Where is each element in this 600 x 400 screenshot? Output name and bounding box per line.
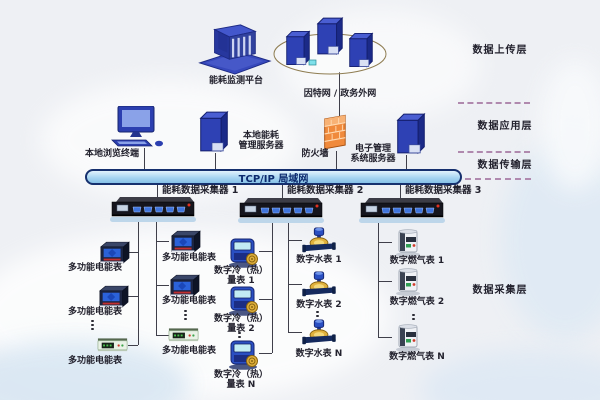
background-turbine — [540, 60, 600, 190]
meter-label: 多功能电能表 — [161, 253, 216, 263]
meter-label: 数字水表 2 — [296, 300, 342, 310]
bus-line — [272, 221, 273, 353]
meter-label: 数字水表 1 — [296, 255, 342, 265]
desktop-computer-icon — [110, 106, 166, 148]
ellipsis-dots — [238, 330, 241, 340]
collector-3-label: 能耗数据采集器 3 — [405, 185, 482, 196]
connector-line — [128, 252, 138, 253]
strip-meter-icon — [97, 337, 129, 353]
connector-line — [259, 353, 272, 354]
connector-line — [144, 148, 145, 170]
layer-label-collection: 数据采集层 — [472, 285, 528, 296]
egov-server-label: 电子管理 系统服务器 — [350, 144, 396, 164]
water-meter-icon — [302, 271, 336, 299]
collector-icon — [357, 198, 447, 224]
platform-label: 能耗监测平台 — [208, 76, 263, 86]
connector-line — [288, 332, 302, 333]
internet-cloud-icon — [273, 17, 387, 75]
bus-line — [378, 221, 379, 337]
connector-line — [406, 155, 407, 170]
layer-separator — [455, 178, 531, 180]
water-meter-icon — [302, 227, 336, 255]
server-tower-icon — [195, 108, 233, 155]
layer-label-transmission: 数据传输层 — [477, 160, 533, 171]
meter-label: 多功能电能表 — [67, 263, 122, 273]
connector-line — [156, 285, 169, 286]
layer-separator — [458, 151, 530, 153]
connector-line — [400, 185, 401, 200]
terminal-label: 本地浏览终端 — [84, 149, 139, 159]
layer-label-upload: 数据上传层 — [472, 45, 528, 56]
connector-line — [282, 185, 283, 200]
connector-line — [157, 185, 158, 199]
ellipsis-dots — [91, 318, 94, 332]
gas-meter-icon — [392, 324, 424, 352]
meter-label: 数字燃气表 N — [389, 352, 445, 362]
bus-line — [288, 221, 289, 332]
strip-meter-icon — [168, 327, 200, 343]
building-icon — [196, 22, 272, 76]
panel-meter-icon — [97, 284, 129, 309]
local-server-label: 本地能耗 管理服务器 — [238, 131, 284, 151]
connector-line — [288, 240, 302, 241]
water-meter-icon — [302, 319, 336, 347]
meter-label: 数字燃气表 2 — [389, 297, 445, 307]
connector-line — [215, 153, 216, 170]
gas-meter-icon — [392, 268, 424, 296]
connector-line — [378, 281, 392, 282]
gas-meter-icon — [392, 229, 424, 257]
connector-line — [128, 345, 138, 346]
connector-line — [378, 242, 392, 243]
connector-line — [378, 337, 392, 338]
connector-line — [259, 251, 272, 252]
collector-2-label: 能耗数据采集器 2 — [287, 185, 364, 196]
meter-label: 多功能电能表 — [67, 356, 122, 366]
internet-label: 因特网 / 政务外网 — [303, 89, 377, 99]
panel-meter-icon — [169, 229, 201, 254]
connector-line — [156, 241, 169, 242]
meter-label: 数字燃气表 1 — [389, 256, 445, 266]
bus-line — [138, 220, 139, 345]
meter-label: 多功能电能表 — [161, 296, 216, 306]
connector-line — [128, 296, 138, 297]
connector-line — [288, 284, 302, 285]
layer-label-application: 数据应用层 — [477, 121, 533, 132]
ellipsis-dots — [184, 308, 187, 322]
firewall-label: 防火墙 — [301, 149, 329, 159]
lan-bus: TCP/IP 局域网 — [85, 169, 462, 185]
lan-label: TCP/IP 局域网 — [238, 173, 309, 185]
collector-1-label: 能耗数据采集器 1 — [162, 185, 239, 196]
meter-label: 数字冷（热） 量表 1 — [213, 266, 268, 286]
bus-line — [156, 220, 157, 335]
meter-label: 数字冷（热） 量表 2 — [213, 314, 268, 334]
collector-icon — [108, 197, 198, 223]
meter-label: 多功能电能表 — [161, 346, 216, 356]
layer-separator — [458, 102, 530, 104]
connector-line — [259, 299, 272, 300]
ellipsis-dots — [316, 309, 319, 319]
connector-line — [339, 72, 340, 117]
panel-meter-icon — [98, 240, 130, 265]
panel-meter-icon — [168, 273, 200, 298]
connector-line — [336, 151, 337, 170]
connector-line — [156, 335, 169, 336]
meter-label: 数字水表 N — [295, 349, 343, 359]
meter-label: 数字冷（热） 量表 N — [213, 370, 268, 390]
meter-label: 多功能电能表 — [67, 307, 122, 317]
collector-icon — [236, 198, 326, 224]
ellipsis-dots — [412, 312, 415, 322]
